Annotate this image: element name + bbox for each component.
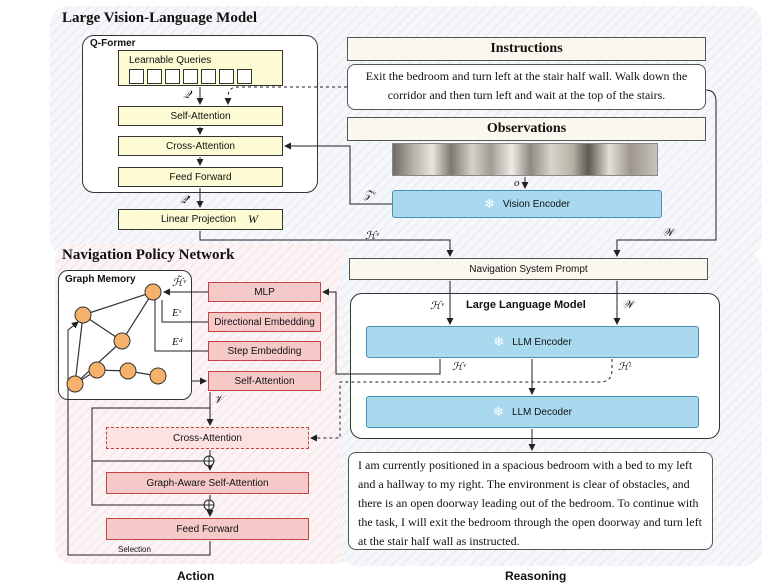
h-l-symbol: ℋˡ (618, 361, 631, 373)
step-embedding-box: Step Embedding (208, 341, 321, 361)
snowflake-icon: ❄ (484, 196, 495, 211)
navigation-system-prompt-box: Navigation System Prompt (349, 258, 708, 280)
graph-aware-self-attention-box: Graph-Aware Self-Attention (106, 472, 309, 494)
query-token (201, 69, 216, 84)
qformer-title: Q-Former (90, 38, 136, 49)
mlp-box: MLP (208, 282, 321, 302)
w-symbol: W (248, 212, 259, 226)
linear-projection-label: Linear Projection (161, 214, 237, 225)
q-symbol: 𝒬 (183, 89, 191, 101)
policy-self-attention-box: Self-Attention (208, 371, 321, 391)
snowflake-icon: ❄ (493, 404, 504, 419)
graph-memory-container (58, 270, 192, 400)
w-cal-symbol-top: 𝒲 (662, 227, 674, 239)
h-v-symbol-llm: ℋᵛ (430, 300, 444, 312)
query-token (147, 69, 162, 84)
snowflake-icon: ❄ (493, 334, 505, 349)
e-s-symbol: Eˢ (172, 307, 182, 319)
lvlm-title: Large Vision-Language Model (62, 10, 258, 26)
query-token (219, 69, 234, 84)
vision-encoder-label: Vision Encoder (502, 198, 570, 210)
qformer-cross-attention-box: Cross-Attention (118, 136, 283, 156)
vision-encoder-box: ❄ Vision Encoder (392, 190, 662, 218)
qformer-feed-forward-box: Feed Forward (118, 167, 283, 187)
llm-decoder-label: LLM Decoder (511, 406, 572, 418)
llm-encoder-label: LLM Encoder (512, 336, 572, 348)
h-v-symbol-out: ℋᵛ (452, 361, 466, 373)
panorama-image (392, 143, 658, 176)
graph-memory-title: Graph Memory (65, 274, 136, 285)
directional-embedding-box: Directional Embedding (208, 312, 321, 332)
linear-projection-box: Linear Projection W (118, 209, 283, 230)
query-token (165, 69, 180, 84)
h-v-symbol-top: ℋᵛ (365, 230, 379, 242)
selection-label: Selection (118, 545, 151, 554)
query-tokens (129, 69, 255, 84)
policy-cross-attention-box: Cross-Attention (106, 427, 309, 449)
action-label: Action (177, 569, 215, 583)
o-symbol: o (514, 177, 520, 189)
learnable-queries-label: Learnable Queries (129, 55, 212, 66)
learnable-queries-box: Learnable Queries (118, 50, 283, 86)
llm-decoder-box: ❄ LLM Decoder (366, 396, 699, 428)
llm-encoder-box: ❄ LLM Encoder (366, 326, 699, 358)
reasoning-output-text: I am currently positioned in a spacious … (348, 452, 713, 550)
instructions-text: Exit the bedroom and turn left at the st… (347, 64, 706, 110)
z-v-symbol: 𝒵ᵛ (364, 189, 376, 201)
w-cal-symbol-llm: 𝒲 (622, 299, 634, 311)
query-token (183, 69, 198, 84)
query-token (237, 69, 252, 84)
qformer-self-attention-box: Self-Attention (118, 106, 283, 126)
observations-heading: Observations (347, 117, 706, 141)
e-d-symbol: Eᵈ (172, 336, 183, 348)
llm-title: Large Language Model (466, 299, 586, 311)
navigation-policy-title: Navigation Policy Network (62, 247, 235, 263)
query-token (129, 69, 144, 84)
policy-feed-forward-box: Feed Forward (106, 518, 309, 540)
v-cal-symbol: 𝒱 (214, 394, 224, 406)
instructions-heading: Instructions (347, 37, 706, 61)
reasoning-label: Reasoning (505, 569, 567, 583)
q-prime-symbol: 𝒬′ (180, 194, 191, 206)
h-tilde-v-symbol: ℋ̃ᵛ (172, 277, 186, 289)
